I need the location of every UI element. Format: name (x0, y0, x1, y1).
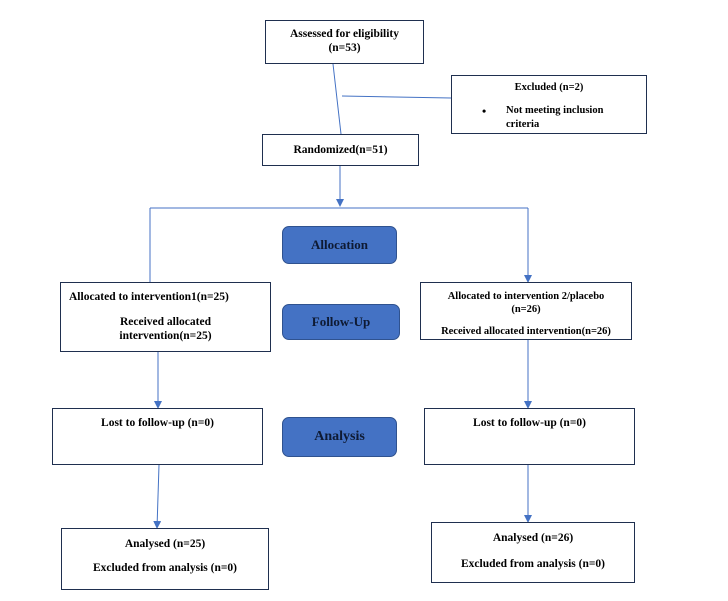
left-analysed-label: Analysed (n=25) (124, 538, 206, 550)
left-allocated-label: Allocated to intervention1(n=25) (69, 291, 229, 303)
randomized-box: Randomized(n=51) (262, 134, 419, 166)
left-allocated-box: Allocated to intervention1(n=25) Receive… (60, 282, 271, 352)
assessed-label: Assessed for eligibility (289, 28, 400, 40)
right-received-label: Received allocated intervention(n=26) (441, 326, 611, 337)
line-to-excluded (341, 95, 452, 99)
right-lost-box: Lost to follow-up (n=0) (424, 408, 635, 465)
assessed-box: Assessed for eligibility (n=53) (265, 20, 424, 64)
right-lost-label: Lost to follow-up (n=0) (473, 417, 586, 429)
excluded-title: Excluded (n=2) (514, 82, 584, 93)
left-received-line2: intervention(n=25) (119, 330, 212, 342)
left-lost-box: Lost to follow-up (n=0) (52, 408, 263, 465)
stage-allocation: Allocation (282, 226, 397, 264)
assessed-count: (n=53) (328, 42, 361, 54)
left-received-line1: Received allocated (119, 316, 211, 328)
right-analysed-box: Analysed (n=26) Excluded from analysis (… (431, 522, 635, 583)
right-allocated-line2: (n=26) (511, 304, 541, 315)
left-excluded-analysis-label: Excluded from analysis (n=0) (92, 562, 238, 574)
excluded-reason-line2: criteria (506, 119, 540, 130)
right-allocated-line1: Allocated to intervention 2/placebo (447, 291, 605, 302)
right-allocated-box: Allocated to intervention 2/placebo (n=2… (420, 282, 632, 340)
excluded-box: Excluded (n=2) Not meeting inclusion cri… (451, 75, 647, 134)
excluded-reasons: Not meeting inclusion criteria (482, 104, 603, 132)
stage-analysis: Analysis (282, 417, 397, 457)
left-analysed-box: Analysed (n=25) Excluded from analysis (… (61, 528, 269, 590)
randomized-label: Randomized(n=51) (293, 144, 388, 156)
stage-follow-up: Follow-Up (282, 304, 400, 340)
left-lost-label: Lost to follow-up (n=0) (101, 417, 214, 429)
line-assessed-to-randomized (332, 63, 342, 135)
excluded-reason-line1: Not meeting inclusion (506, 105, 604, 116)
right-excluded-analysis-label: Excluded from analysis (n=0) (460, 558, 606, 570)
right-analysed-label: Analysed (n=26) (492, 532, 574, 544)
excluded-reason-item: Not meeting inclusion criteria (482, 104, 603, 132)
arrow-left-lost-to-analysed (153, 464, 162, 529)
